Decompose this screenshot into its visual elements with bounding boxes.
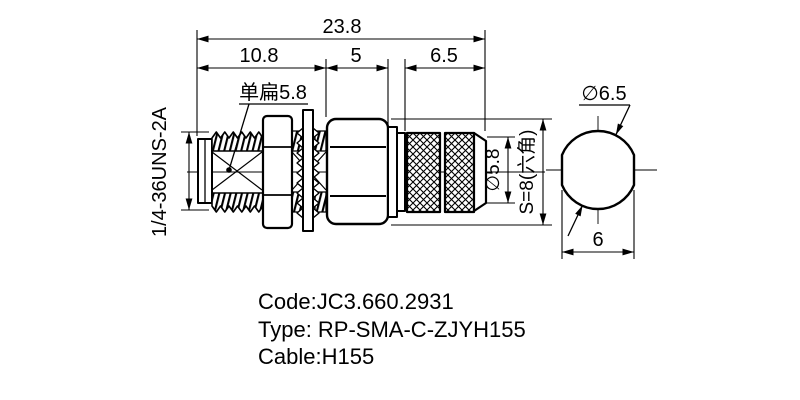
end-cap [472,131,488,213]
dimension-labels: 23.8 10.8 5 6.5 单扁5.8 1/4-36UNS-2A ∅5.8 … [149,16,627,251]
note-code: Code:JC3.660.2931 [258,289,454,314]
end-diameter-label: ∅6.5 [581,83,626,105]
knurl-band [443,131,476,214]
dim-front-length: 10.8 [240,45,279,67]
step-ring [396,132,406,212]
lock-washer-teeth-left [296,127,304,219]
end-width-label: 6 [592,229,603,251]
panel-nut [261,114,294,230]
side-view [187,109,545,232]
end-view-outline [560,129,636,211]
dim-hex-length: 5 [350,45,361,67]
knurl-band [405,131,442,214]
flat-width-label: 单扁5.8 [239,81,307,104]
hex-size-label: S=8(六角) [516,130,538,215]
end-view [546,116,657,224]
notes-block: Code:JC3.660.2931 Type: RP-SMA-C-ZJYH155… [258,289,526,369]
diameter-arrow [615,123,624,135]
note-cable: Cable:H155 [258,344,374,369]
note-type: Type: RP-SMA-C-ZJYH155 [258,317,526,342]
dim-rear-length: 6.5 [430,45,458,67]
lock-washer-teeth-right [312,127,320,219]
dim-overall-length: 23.8 [323,16,362,38]
diameter-arrow [575,205,583,217]
thread-spec-label: 1/4-36UNS-2A [149,106,171,237]
lock-washer-plate [302,109,314,232]
step-ring [387,126,398,218]
cable-diameter-label: ∅5.8 [483,149,504,192]
hex-body [325,117,390,226]
thread-bottom-band [211,192,264,213]
